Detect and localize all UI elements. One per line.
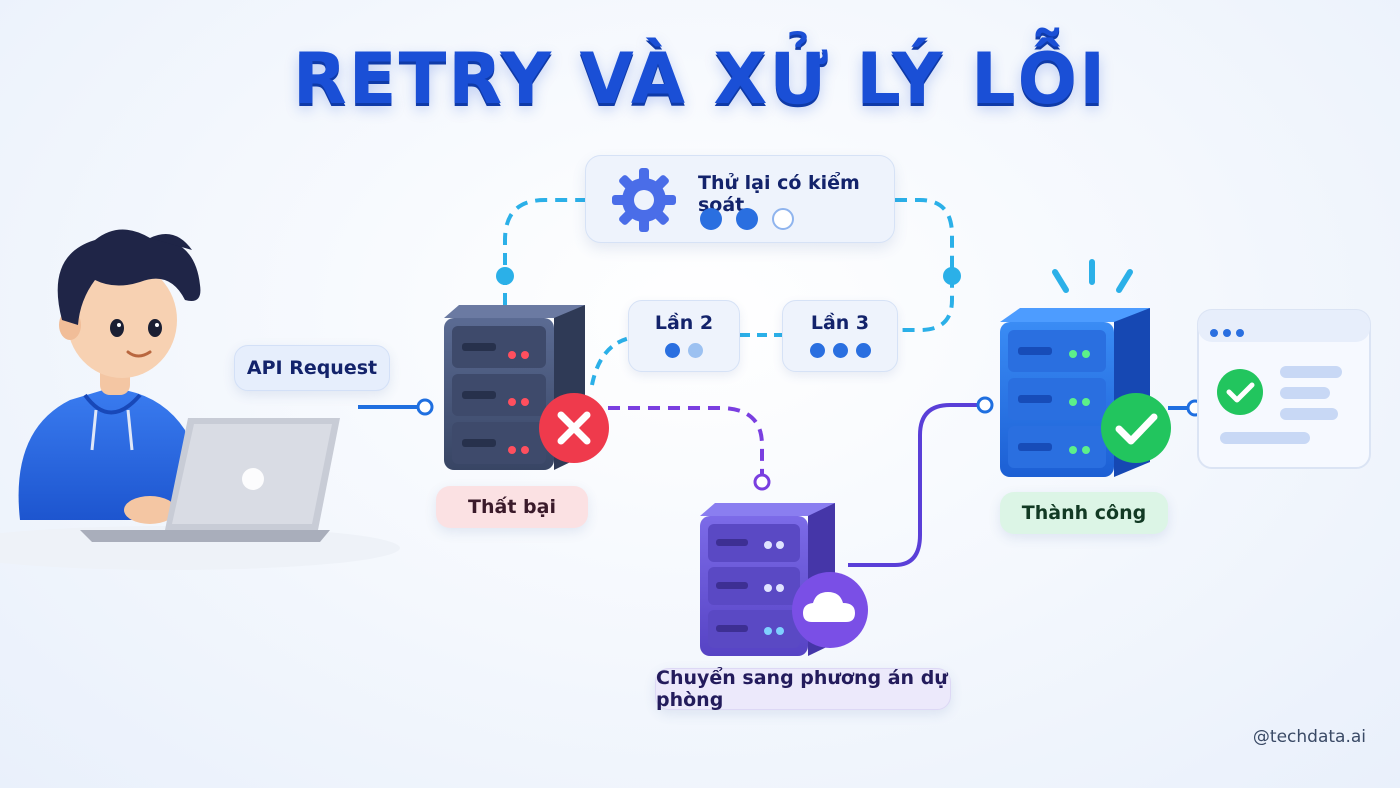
attempt-dot xyxy=(688,343,703,358)
retry-dot-filled xyxy=(700,208,722,230)
retry-progress-dots xyxy=(700,208,794,230)
retry-loop-node-left xyxy=(496,267,514,285)
failed-to-attempt-line xyxy=(590,336,631,386)
attempt-2-label: Lần 2 xyxy=(654,312,714,334)
attempt-dot xyxy=(809,343,825,358)
attempt-3-label: Lần 3 xyxy=(810,312,870,334)
window-icon xyxy=(1197,309,1371,469)
attempt-dot xyxy=(832,343,848,358)
fallback-line-node xyxy=(753,473,771,491)
attempt-3-dots xyxy=(783,343,897,358)
api-request-label: API Request xyxy=(234,345,390,391)
page-title: RETRY VÀ XỬ LÝ LỖI xyxy=(292,38,1108,120)
cloud-icon xyxy=(792,572,868,648)
success-label: Thành công xyxy=(1000,492,1168,534)
laptop-icon xyxy=(80,418,340,542)
fallback-label: Chuyển sang phương án dự phòng xyxy=(655,667,951,711)
retry-loop-line-right xyxy=(895,198,954,332)
check-icon xyxy=(1101,393,1171,463)
attempt-dot xyxy=(665,343,680,358)
attempt-2-dots xyxy=(629,343,739,358)
watermark: @techdata.ai xyxy=(1252,727,1366,747)
failed-label: Thất bại xyxy=(436,486,588,528)
attempt-3-card: Lần 3 xyxy=(782,300,898,372)
attempt-dot xyxy=(855,343,871,358)
fallback-to-success-line xyxy=(848,403,985,567)
controlled-retry-card: Thử lại có kiểm soát xyxy=(585,155,895,243)
gear-icon xyxy=(612,168,676,232)
attempt-2-card: Lần 2 xyxy=(628,300,740,372)
retry-loop-node-right xyxy=(943,267,961,285)
developer-illustration xyxy=(18,229,201,524)
success-line-node xyxy=(976,396,994,414)
fallback-line xyxy=(608,406,764,478)
retry-dot-filled xyxy=(736,208,758,230)
failed-server-icon xyxy=(444,305,585,470)
request-line-node xyxy=(416,398,434,416)
retry-dot-empty xyxy=(772,208,794,230)
x-icon xyxy=(539,393,609,463)
retry-loop-line xyxy=(503,198,585,305)
